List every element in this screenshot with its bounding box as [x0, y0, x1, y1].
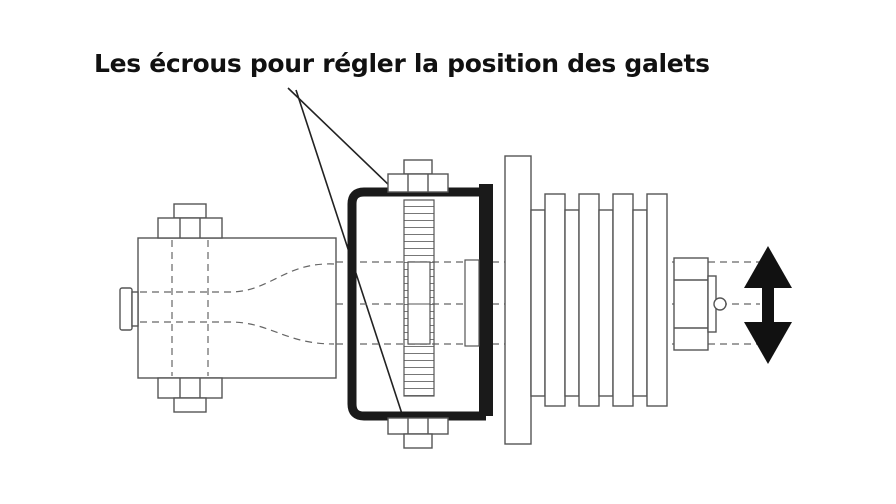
bracket-plate: [479, 184, 493, 416]
roller-spacer: [598, 209, 614, 397]
left-block-body: [137, 237, 337, 379]
left-bottom-nut: [157, 377, 223, 399]
end-pin-head: [713, 297, 727, 311]
left-top-nut-cap: [173, 203, 207, 219]
roller-stack: [530, 193, 668, 407]
roller-1: [544, 193, 566, 407]
roller-spacer: [564, 209, 580, 397]
top-adjusting-nut-cap: [403, 159, 433, 175]
roller-spacer: [632, 209, 648, 397]
double-vertical-arrow-icon: [744, 246, 792, 364]
left-bottom-nut-cap: [173, 397, 207, 413]
end-nut: [673, 257, 727, 351]
roller-bracket: [347, 184, 493, 421]
plate-stub: [464, 259, 480, 347]
left-block: [119, 203, 337, 413]
roller-2: [578, 193, 600, 407]
left-top-nut: [157, 217, 223, 239]
screw-center-block: [407, 261, 431, 345]
roller-spacer: [530, 209, 546, 397]
bottom-adjusting-nut-cap: [403, 433, 433, 449]
left-block-hidden-lines: [140, 240, 335, 376]
adjusting-nuts: [387, 159, 449, 449]
left-pin-collar: [131, 291, 139, 327]
left-pin: [119, 287, 133, 331]
roller-3: [612, 193, 634, 407]
leader-line-top-nut: [287, 87, 393, 189]
end-nut-body: [673, 257, 709, 351]
roller-4: [646, 193, 668, 407]
bottom-adjusting-nut: [387, 417, 449, 435]
bracket-frame: [347, 187, 486, 421]
diagram-caption: Les écrous pour régler la position des g…: [94, 49, 710, 78]
threaded-screw: [403, 199, 435, 397]
flange-disc: [504, 155, 532, 445]
top-adjusting-nut: [387, 173, 449, 193]
